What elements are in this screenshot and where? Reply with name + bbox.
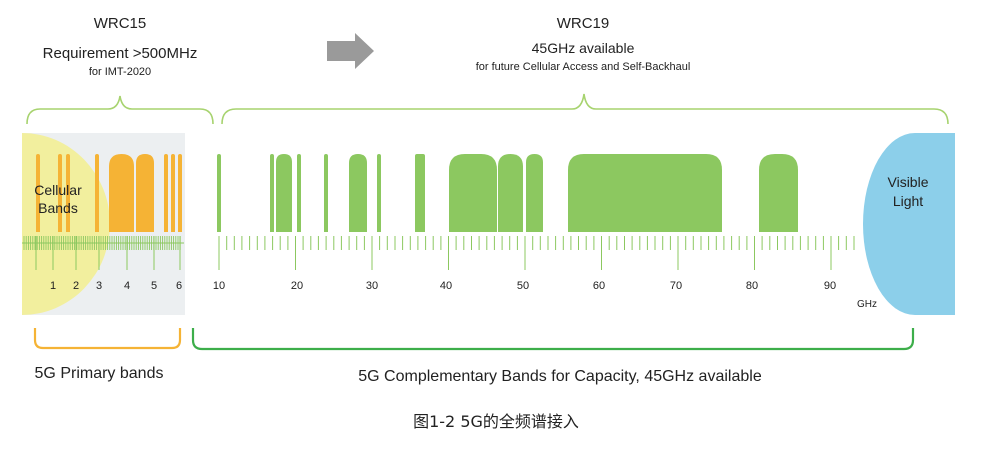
- tick-label: 30: [366, 280, 378, 292]
- tick-label: 20: [291, 280, 303, 292]
- complementary-band-bar: [526, 154, 543, 232]
- primary-bracket: [33, 328, 182, 350]
- tick-label: 60: [593, 280, 605, 292]
- complementary-band-bar: [276, 154, 292, 232]
- tick-label: 2: [73, 280, 79, 292]
- wrc15-title: WRC15: [94, 15, 147, 32]
- axis-unit-label: GHz: [857, 299, 877, 310]
- complementary-band-bar: [324, 154, 328, 232]
- primary-band-bar: [171, 154, 175, 232]
- wrc19-available: 45GHz available: [532, 40, 635, 56]
- primary-band-bar: [136, 154, 154, 232]
- tick-label: 40: [440, 280, 452, 292]
- wrc19-title: WRC19: [557, 15, 610, 32]
- complementary-band-bar: [568, 154, 722, 232]
- tick-label: 70: [670, 280, 682, 292]
- complementary-band-bar: [498, 154, 523, 232]
- primary-bands: [36, 154, 182, 232]
- wrc19-brace: [221, 93, 949, 125]
- tick-label: 90: [824, 280, 836, 292]
- primary-band-bar: [164, 154, 168, 232]
- wrc15-brace: [26, 95, 214, 125]
- primary-band-bar: [178, 154, 182, 232]
- complementary-bands: [217, 154, 798, 232]
- primary-band-bar: [36, 154, 40, 232]
- wrc15-requirement: Requirement >500MHz: [43, 45, 198, 62]
- wrc19-subtitle: for future Cellular Access and Self-Back…: [476, 61, 691, 73]
- wrc15-subtitle: for IMT-2020: [89, 66, 151, 78]
- complementary-band-bar: [759, 154, 798, 232]
- complementary-bracket: [191, 328, 915, 351]
- tick-label: 80: [746, 280, 758, 292]
- tick-label: 4: [124, 280, 130, 292]
- complementary-band-bar: [415, 154, 425, 232]
- tick-label: 1: [50, 280, 56, 292]
- tick-label: 5: [151, 280, 157, 292]
- tick-label: 10: [213, 280, 225, 292]
- primary-band-bar: [95, 154, 99, 232]
- figure-caption: 图1-2 5G的全频谱接入: [413, 412, 579, 431]
- cellular-bands-label-line2: Bands: [38, 200, 78, 216]
- visible-light-label-line2: Light: [893, 193, 923, 209]
- tick-label: 6: [176, 280, 182, 292]
- primary-band-bar: [66, 154, 70, 232]
- complementary-band-bar: [449, 154, 497, 232]
- primary-band-bar: [58, 154, 62, 232]
- primary-bands-label: 5G Primary bands: [35, 365, 164, 382]
- frequency-ruler: [22, 236, 855, 270]
- tick-labels: 1 2 3 4 5 6 10 20 30 40 50 60 70 80 90: [50, 280, 836, 292]
- right-arrow-icon: [327, 33, 374, 69]
- complementary-band-bar: [270, 154, 274, 232]
- tick-label: 50: [517, 280, 529, 292]
- visible-light-zone: [863, 133, 955, 315]
- tick-label: 3: [96, 280, 102, 292]
- complementary-band-bar: [297, 154, 301, 232]
- primary-band-bar: [109, 154, 134, 232]
- complementary-bands-label: 5G Complementary Bands for Capacity, 45G…: [358, 368, 762, 385]
- cellular-bands-label-line1: Cellular: [34, 182, 82, 198]
- visible-light-label-line1: Visible: [888, 174, 929, 190]
- complementary-band-bar: [377, 154, 381, 232]
- complementary-band-bar: [217, 154, 221, 232]
- complementary-band-bar: [349, 154, 367, 232]
